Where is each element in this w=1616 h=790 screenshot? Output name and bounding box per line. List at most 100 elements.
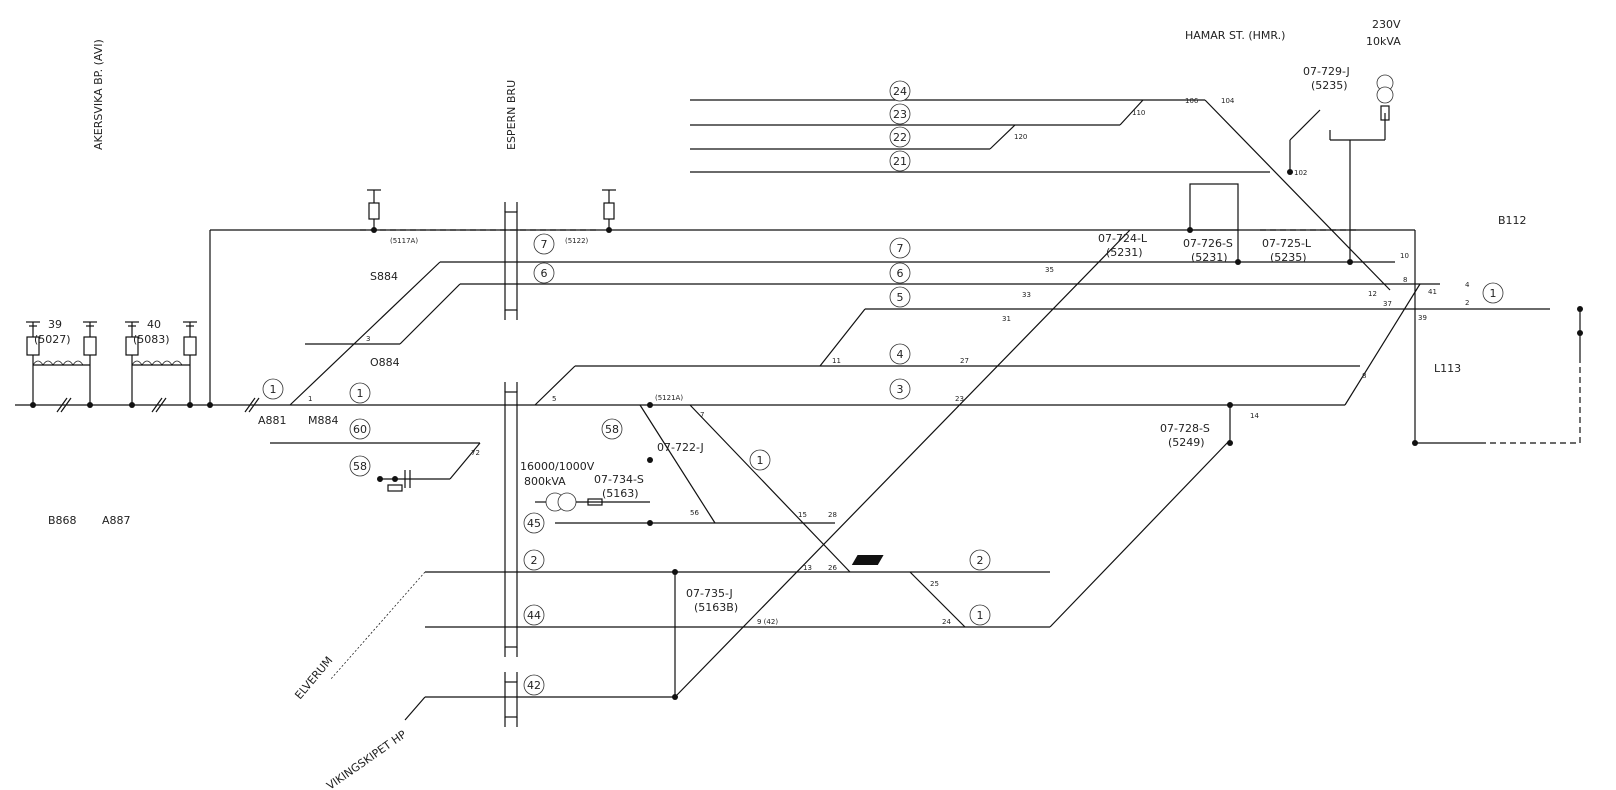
espern-bridge xyxy=(504,202,518,727)
point-label-n7: 7 xyxy=(700,411,704,419)
point-label-n12: 12 xyxy=(1368,290,1377,298)
bridge-espern: ESPERN BRU xyxy=(505,80,518,150)
signal-l113: L113 xyxy=(1434,362,1461,375)
point-label-n102: 102 xyxy=(1294,169,1307,177)
track-number-t58a: 58 xyxy=(349,455,371,477)
track-number-t7a: 7 xyxy=(533,233,555,255)
switch-code-sw734: (5163) xyxy=(602,487,639,500)
point-label-n3: 3 xyxy=(366,335,370,343)
switch-code-sw728: (5249) xyxy=(1168,436,1205,449)
track-lines xyxy=(15,99,1581,721)
signal-b868: B868 xyxy=(48,514,77,527)
point-label-n2: 2 xyxy=(1465,299,1469,307)
stop-vikingskipet: VIKINGSKIPET HP xyxy=(324,728,409,790)
track-number-label: 45 xyxy=(527,517,541,530)
junction-dots xyxy=(30,169,1583,700)
feeders-39-40 xyxy=(26,189,616,413)
feeder-39-id: (5027) xyxy=(34,333,71,346)
label-trafo-main: 16000/1000V xyxy=(520,460,595,473)
track-number-t7b: 7 xyxy=(889,237,911,259)
point-label-n27: 27 xyxy=(960,357,969,365)
track-number-label: 23 xyxy=(893,108,907,121)
point-label-n37: 37 xyxy=(1383,300,1392,308)
point-label-n14: 14 xyxy=(1250,412,1259,420)
point-label-n13: 13 xyxy=(803,564,812,572)
point-label-n72: 72 xyxy=(471,449,480,457)
track-number-t1c: 1 xyxy=(749,449,771,471)
track-number-label: 24 xyxy=(893,85,907,98)
track-number-t3: 3 xyxy=(889,378,911,400)
track-number-label: 22 xyxy=(893,131,907,144)
feeder-40-id: (5083) xyxy=(133,333,170,346)
signal-o884: O884 xyxy=(370,356,400,369)
point-label-sl5117: (5117A) xyxy=(390,237,418,245)
switch-code-sw729: (5235) xyxy=(1311,79,1348,92)
track-number-t1e: 1 xyxy=(1482,282,1504,304)
transformers xyxy=(380,74,1394,565)
track-number-t23: 23 xyxy=(889,103,911,125)
feeder-39: 39 xyxy=(48,318,62,331)
track-number-t1d: 1 xyxy=(969,604,991,626)
switches: 07-729-J(5235)07-724-L(5231)07-726-S(523… xyxy=(594,65,1350,614)
switch-code-sw725: (5235) xyxy=(1270,251,1307,264)
switch-name-sw734: 07-734-S xyxy=(594,473,644,486)
switch-name-sw728: 07-728-S xyxy=(1160,422,1210,435)
point-label-n28: 28 xyxy=(828,511,837,519)
track-number-label: 7 xyxy=(897,242,904,255)
place-labels: HAMAR ST. (HMR.) AKERSVIKA BP. (AVI) ESP… xyxy=(34,18,1401,790)
track-number-label: 44 xyxy=(527,609,541,622)
point-label-n104: 104 xyxy=(1221,97,1235,105)
track-number-label: 1 xyxy=(1490,287,1497,300)
point-label-n24: 24 xyxy=(942,618,951,626)
feeder-40: 40 xyxy=(147,318,161,331)
track-number-label: 6 xyxy=(541,267,548,280)
track-number-t58b: 58 xyxy=(601,418,623,440)
track-number-t45: 45 xyxy=(523,512,545,534)
switch-name-sw735: 07-735-J xyxy=(686,587,733,600)
signal-a887: A887 xyxy=(102,514,131,527)
point-label-n120: 120 xyxy=(1014,133,1027,141)
point-label-n110: 110 xyxy=(1132,109,1145,117)
direction-elverum: ELVERUM xyxy=(292,654,335,702)
point-label-n33: 33 xyxy=(1022,291,1031,299)
track-number-label: 1 xyxy=(757,454,764,467)
track-number-label: 4 xyxy=(897,348,904,361)
point-label-n25: 25 xyxy=(930,580,939,588)
track-number-t2b: 2 xyxy=(969,549,991,571)
point-label-n8b: 8 xyxy=(1362,372,1366,380)
point-label-n35: 35 xyxy=(1045,266,1054,274)
track-number-t21: 21 xyxy=(889,150,911,172)
point-label-sl5121: (5121A) xyxy=(655,394,683,402)
track-number-t6b: 6 xyxy=(889,262,911,284)
track-number-label: 58 xyxy=(353,460,367,473)
signal-m884: M884 xyxy=(308,414,339,427)
track-number-t6a: 6 xyxy=(533,262,555,284)
track-number-label: 1 xyxy=(357,387,364,400)
track-number-label: 5 xyxy=(897,291,904,304)
switch-name-sw725: 07-725-L xyxy=(1262,237,1312,250)
track-number-t22: 22 xyxy=(889,126,911,148)
track-number-t4: 4 xyxy=(889,343,911,365)
signal-b112: B112 xyxy=(1498,214,1527,227)
switch-name-sw726: 07-726-S xyxy=(1183,237,1233,250)
switch-name-sw729: 07-729-J xyxy=(1303,65,1350,78)
track-number-label: 2 xyxy=(531,554,538,567)
track-number-t1b: 1 xyxy=(349,382,371,404)
point-label-n942: 9 (42) xyxy=(757,618,778,626)
signal-a881: A881 xyxy=(258,414,287,427)
point-label-n8: 8 xyxy=(1403,276,1407,284)
track-number-t24: 24 xyxy=(889,80,911,102)
station-hamar: HAMAR ST. (HMR.) xyxy=(1185,29,1285,42)
point-label-n56: 56 xyxy=(690,509,699,517)
switch-code-sw724: (5231) xyxy=(1106,246,1143,259)
point-label-sl5122: (5122) xyxy=(565,237,589,245)
switch-name-sw722: 07-722-J xyxy=(657,441,704,454)
track-number-t2a: 2 xyxy=(523,549,545,571)
switch-code-sw735: (5163B) xyxy=(694,601,738,614)
switch-name-sw724: 07-724-L xyxy=(1098,232,1148,245)
track-number-label: 7 xyxy=(541,238,548,251)
